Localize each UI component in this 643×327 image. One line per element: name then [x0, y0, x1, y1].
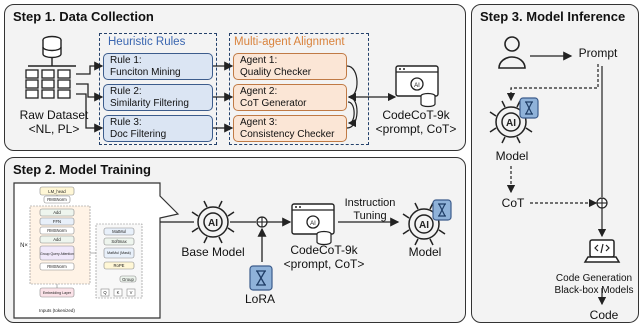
server-rack-icon: [25, 69, 71, 99]
rule-3-name: Doc Filtering: [110, 128, 167, 140]
instruction-tuning-label: Instruction Tuning: [336, 197, 404, 223]
agent-3-num: Agent 3:: [240, 117, 278, 128]
rule-2-box: Rule 2: Similarity Filtering: [103, 84, 213, 111]
arch-layer-6: Group Query Attention: [40, 252, 74, 256]
svg-text:AI: AI: [310, 221, 316, 227]
codecot-train-label: CodeCoT-9k <prompt, CoT>: [276, 243, 372, 271]
qkv-q: Q: [103, 290, 107, 295]
codecot-train-icon: AI: [291, 203, 335, 246]
raw-dataset-line2: <NL, PL>: [28, 122, 80, 136]
rule-1-name: Funciton Mining: [110, 66, 181, 78]
qkv-k: K: [117, 290, 120, 295]
codecot-output-line1: CodeCoT-9k: [382, 108, 450, 122]
rule-3-box: Rule 3: Doc Filtering: [103, 115, 213, 142]
inference-plus-icon: [596, 197, 608, 209]
arch-layer-0: LM_head: [48, 189, 66, 194]
tuned-model-lora-badge: [432, 199, 452, 221]
agent-3-box: Agent 3: Consistency Checker: [233, 115, 347, 142]
arch-layer-3: FFN: [53, 219, 61, 224]
prompt-label: Prompt: [578, 46, 618, 60]
agent-1-name: Quality Checker: [240, 66, 312, 78]
svg-text:AI: AI: [506, 118, 516, 129]
agent-2-name: CoT Generator: [240, 97, 307, 109]
svg-text:AI: AI: [414, 83, 420, 89]
codegen-line2: Black-box Models: [554, 285, 634, 296]
agent-1-box: Agent 1: Quality Checker: [233, 53, 347, 80]
codecot-output-line2: <prompt, CoT>: [375, 122, 457, 136]
step3-title: Step 3. Model Inference: [480, 9, 626, 24]
codegen-label: Code Generation Black-box Models: [552, 273, 636, 297]
rule-2-name: Similarity Filtering: [110, 97, 189, 109]
svg-text:AI: AI: [208, 218, 218, 229]
raw-dataset-line1: Raw Dataset: [19, 108, 89, 122]
arch-layer-7: RMSNorm: [47, 264, 67, 269]
step3-panel: Step 3. Model Inference: [471, 4, 639, 323]
rule-1-box: Rule 1: Funciton Mining: [103, 53, 213, 80]
arch-layer-8: Embedding Layer: [43, 291, 72, 295]
lora-icon: [249, 265, 273, 291]
inference-model-label: Model: [495, 149, 529, 163]
agent-1-num: Agent 1:: [240, 55, 278, 66]
arch-layer-1: RMSNorm: [47, 197, 67, 202]
base-model-label: Base Model: [181, 245, 245, 259]
arch-layer-5: Add: [53, 237, 61, 242]
step1-title: Step 1. Data Collection: [13, 9, 154, 24]
arch-layer-4: RMSNorm: [47, 228, 67, 233]
qkv-v: V: [130, 290, 133, 295]
laptop-code-icon: [583, 239, 621, 263]
codecot-train-line1: CodeCoT-9k: [290, 243, 358, 257]
step2-title: Step 2. Model Training: [13, 162, 151, 177]
user-icon: [498, 36, 526, 69]
step2-arrows: [160, 217, 400, 262]
cot-label: CoT: [501, 196, 525, 210]
attn-4: Group: [122, 277, 134, 282]
multi-agent-header: Multi-agent Alignment: [234, 36, 345, 48]
agent-3-name: Consistency Checker: [240, 128, 335, 140]
attn-0: MatMul: [112, 229, 126, 234]
codecot-dataset-icon: AI: [395, 65, 439, 108]
rule-1-num: Rule 1:: [110, 55, 142, 66]
inference-model-lora-badge: [519, 97, 539, 119]
attn-2: MatMul (Mask): [107, 251, 131, 255]
arch-inputs-label: Inputs (tokenized): [39, 308, 75, 313]
rule-3-num: Rule 3:: [110, 117, 142, 128]
base-model-ai-icon: AI: [191, 200, 235, 244]
agent-2-num: Agent 2:: [240, 86, 278, 97]
prompt-to-model-dashed: [506, 64, 599, 102]
attn-3: RoPE: [114, 263, 125, 268]
code-label: Code: [589, 308, 619, 322]
dataset-to-rules-arrows: [76, 61, 104, 133]
codegen-line1: Code Generation: [555, 273, 633, 284]
instruction-line2: Tuning: [353, 210, 387, 222]
tuned-model-label: Model: [408, 245, 442, 259]
lora-label: LoRA: [244, 292, 276, 306]
attn-1: Softmax: [111, 239, 127, 244]
raw-dataset-label: Raw Dataset <NL, PL>: [12, 108, 96, 136]
agent-2-box: Agent 2: CoT Generator: [233, 84, 347, 111]
arch-n-label: N×: [20, 243, 28, 249]
svg-text:AI: AI: [419, 220, 429, 231]
heuristic-rules-header: Heuristic Rules: [108, 36, 186, 48]
rules-to-agents-arrows: [213, 61, 234, 133]
instruction-line1: Instruction: [344, 197, 396, 209]
codecot-train-line2: <prompt, CoT>: [283, 257, 365, 271]
merge-plus-icon: [256, 216, 268, 228]
database-icon: [28, 35, 76, 67]
agent-loop-arrows: [346, 65, 397, 129]
llm-architecture-diagram: [29, 186, 143, 299]
codecot-output-label: CodeCoT-9k <prompt, CoT>: [368, 108, 464, 136]
arch-layer-2: Add: [53, 210, 61, 215]
rule-2-num: Rule 2:: [110, 86, 142, 97]
